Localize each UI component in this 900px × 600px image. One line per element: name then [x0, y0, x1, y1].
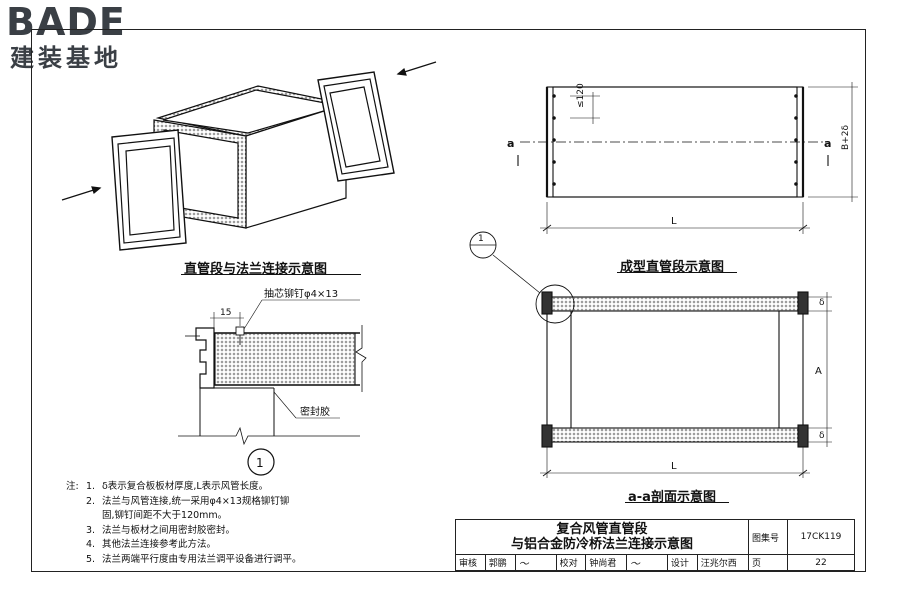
reviewer-name: 郭鹏 [484, 554, 516, 571]
dim-l-bottom-label: L [671, 461, 677, 472]
dim-b-label: B+2δ [841, 125, 851, 150]
note-row-5: 4. 其他法兰连接参考此方法。 [66, 538, 302, 553]
notes-block: 注: 1. δ表示复合板板材厚度,L表示风管长度。 2. 法兰与风管连接,统一采… [66, 480, 302, 567]
section-corner-tr [797, 291, 809, 315]
section-top-panel [546, 296, 804, 312]
note-text: 法兰与板材之间用密封胶密封。 [102, 524, 236, 536]
rivet-leader [243, 299, 263, 330]
dim-120-label: ≤120 [576, 83, 586, 108]
cut-label-left: a [507, 137, 514, 150]
dim-15-label: 15 [220, 308, 231, 318]
rivets [552, 94, 798, 186]
title-line-1: 复合风管直管段 [556, 522, 648, 537]
flow-arrow-left-head [91, 186, 102, 195]
note-row-2: 2. 法兰与风管连接,统一采用φ4×13规格铆钉铆 [66, 495, 302, 510]
note-row-3: 固,铆钉间距不大于120mm。 [66, 509, 302, 524]
rivet-label: 抽芯铆钉φ4×13 [264, 287, 338, 300]
rear-flange-rim [323, 78, 389, 175]
dim-delta-top: δ [819, 298, 825, 308]
note-text: 法兰与风管连接,统一采用φ4×13规格铆钉铆 [102, 495, 290, 507]
dim-delta-bottom: δ [819, 431, 825, 441]
detail-ref-number: 1 [478, 234, 484, 244]
checker-name: 钟尚君 [585, 554, 627, 571]
section-view [469, 231, 832, 478]
caption-section-underline [625, 502, 729, 503]
detail-callout-circle [535, 284, 575, 324]
title-line-2: 与铝合金防冷桥法兰连接示意图 [510, 537, 693, 552]
caption-formed: 成型直管段示意图 [620, 260, 725, 275]
section-corner-tl [541, 291, 553, 315]
atlas-label: 图集号 [748, 519, 788, 555]
caption-isometric: 直管段与法兰连接示意图 [184, 262, 328, 277]
note-num: 2. [86, 495, 96, 507]
caption-formed-underline [617, 272, 737, 273]
front-flange-inner [125, 145, 175, 236]
page-label: 页 [748, 554, 788, 571]
detail-number: 1 [256, 456, 264, 470]
rear-flange-inner [329, 86, 381, 168]
reviewer-signature: ～ [514, 554, 557, 571]
detail-flange-profile [195, 327, 215, 389]
designer-name: 汪兆尔西 [696, 554, 750, 571]
front-flange-rim [117, 137, 181, 244]
section-corner-bl [541, 424, 553, 448]
section-bottom-panel [546, 427, 804, 443]
note-num: 1. [86, 481, 96, 492]
detail-view [178, 299, 367, 476]
checker-signature: ～ [625, 554, 668, 571]
note-row-6: 5. 法兰两端平行度由专用法兰调平设备进行调平。 [66, 553, 302, 568]
section-corner-br [797, 424, 809, 448]
check-label: 校对 [555, 554, 587, 571]
isometric-view [61, 61, 437, 251]
atlas-number: 17CK119 [787, 519, 855, 555]
design-label: 设计 [666, 554, 698, 571]
note-text: δ表示复合板板材厚度,L表示风管长度。 [102, 481, 269, 492]
note-text: 固,铆钉间距不大于120mm。 [102, 510, 228, 521]
dimension-labels: ≤120 B+2δ L L A δ δ a a 1 15 抽芯铆钉φ4×13 密… [220, 83, 851, 472]
logo-subtitle: 建装基地 [10, 44, 122, 72]
cut-label-right: a [824, 137, 831, 150]
note-text: 法兰两端平行度由专用法兰调平设备进行调平。 [102, 553, 302, 565]
notes-label: 注: [66, 481, 79, 492]
detail-rivet [235, 326, 245, 336]
dim-a-label: A [815, 366, 822, 377]
dim-l-top-label: L [671, 216, 677, 227]
detail-leader [492, 254, 541, 294]
detail-panel [214, 332, 356, 386]
note-num: 5. [86, 553, 96, 565]
note-row-1: 注: 1. δ表示复合板板材厚度,L表示风管长度。 [66, 480, 302, 495]
note-num: 3. [86, 524, 96, 536]
section-left-flange [546, 310, 572, 429]
sealant-label: 密封胶 [300, 405, 330, 418]
review-label: 审核 [455, 554, 486, 571]
caption-section: a-a剖面示意图 [628, 490, 716, 505]
page-number: 22 [787, 554, 855, 571]
note-num: 4. [86, 539, 96, 550]
title-cell: 复合风管直管段 与铝合金防冷桥法兰连接示意图 [455, 519, 749, 555]
caption-isometric-underline [181, 274, 361, 275]
note-text: 其他法兰连接参考此方法。 [102, 539, 217, 550]
title-block: 复合风管直管段 与铝合金防冷桥法兰连接示意图 图集号 17CK119 审核 郭鹏… [455, 519, 855, 571]
detail-number-circle [247, 448, 275, 476]
flow-arrow-right-head [396, 67, 407, 76]
section-right-flange [778, 310, 804, 429]
logo-brand: BADE [6, 0, 126, 44]
drawing-frame [31, 29, 866, 572]
elevation-view [517, 82, 858, 234]
note-row-4: 3. 法兰与板材之间用密封胶密封。 [66, 524, 302, 539]
